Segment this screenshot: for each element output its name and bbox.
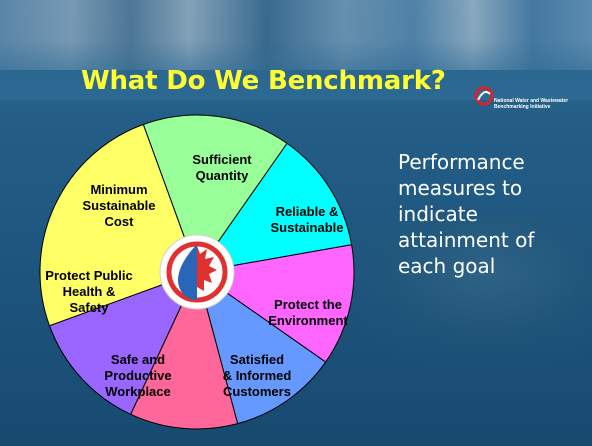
- wheel-segment-1: [142, 114, 288, 274]
- wheel-segment-4: [196, 270, 327, 425]
- wheel-segment-3: [195, 244, 355, 363]
- org-logo: National Water and Wastewater Benchmarki…: [474, 85, 592, 125]
- wheel-segment-2: [195, 142, 353, 273]
- water-drop-maple-leaf-logo-icon: [166, 241, 228, 303]
- wheel-segment-label-7: Minimum Sustainable Cost: [82, 182, 156, 229]
- wheel-segment-5: [129, 270, 239, 430]
- org-name: National Water and Wastewater Benchmarki…: [494, 98, 569, 110]
- wheel-segment-7: [39, 123, 198, 327]
- wheel-segment-label-2: Reliable & Sustainable: [270, 204, 344, 235]
- wheel-segment-label-5: Safe and Productive Workplace: [104, 352, 172, 399]
- wheel-segment-6: [48, 271, 198, 415]
- background-landscape: [330, 215, 592, 365]
- header-photo-fade: [0, 40, 592, 100]
- slide-title: What Do We Benchmark?: [81, 66, 446, 96]
- wheel-segment-label-1: Sufficient Quantity: [192, 152, 252, 183]
- wheel-segment-label-4: Satisfied & Informed Customers: [222, 352, 292, 399]
- wheel-segment-label-3: Protect the Environment: [268, 297, 348, 328]
- wheel-segment-label-6: Protect Public Health & Safety: [45, 268, 133, 315]
- side-text: Performance measures to indicate attainm…: [398, 150, 535, 278]
- nwwbi-swirl-icon: [474, 86, 494, 106]
